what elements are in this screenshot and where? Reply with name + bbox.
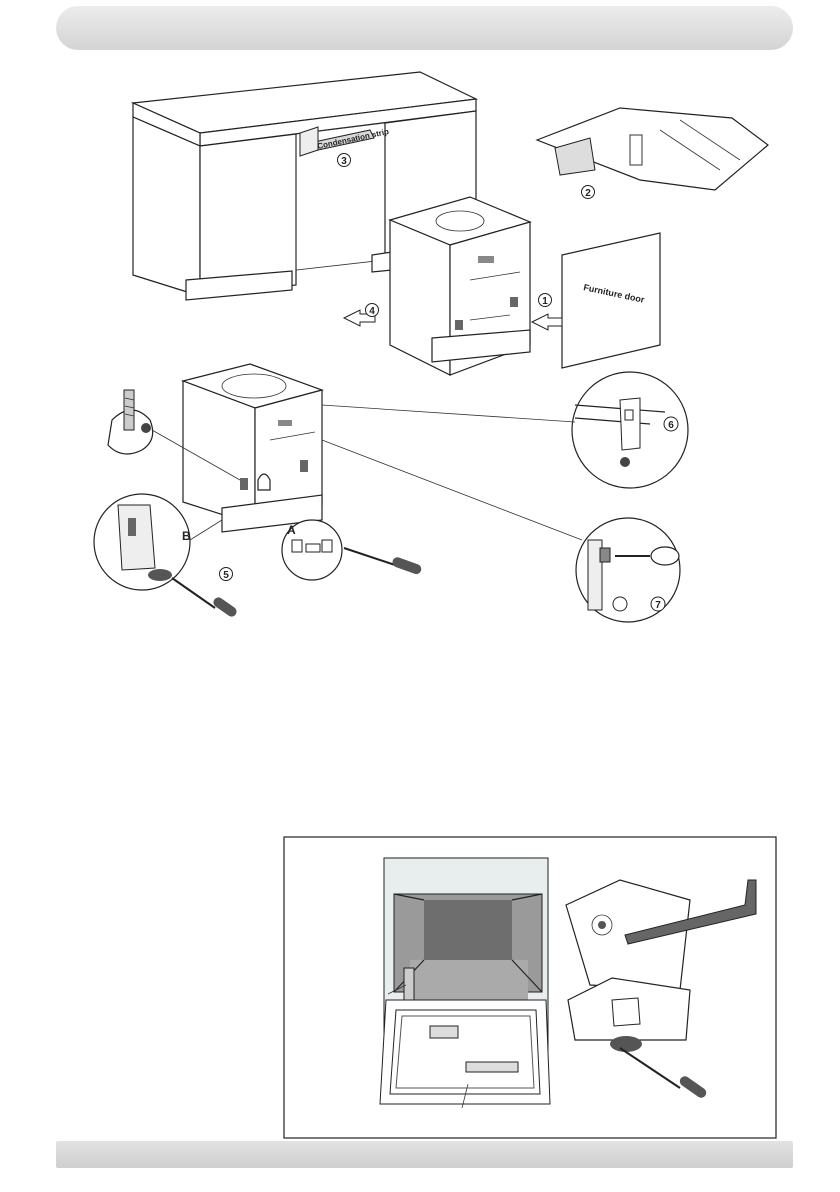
furniture-door: Furniture door xyxy=(562,233,660,368)
svg-text:5: 5 xyxy=(223,570,229,581)
step-4: 4 xyxy=(366,304,379,318)
detail-a-label: A xyxy=(287,523,296,537)
door-corner-detail xyxy=(537,108,768,190)
dishwasher-upper xyxy=(390,197,530,375)
svg-text:1: 1 xyxy=(542,296,548,307)
condensation-strip-label: Condensation strip xyxy=(317,127,390,151)
step-5: 5 xyxy=(220,568,233,582)
detail-b-label: B xyxy=(182,529,191,543)
step-3: 3 xyxy=(338,154,351,168)
step-7: 7 xyxy=(651,597,665,611)
adjustment-figure xyxy=(284,837,776,1138)
screwdriver-left xyxy=(172,578,239,619)
step-1: 1 xyxy=(539,294,552,308)
dishwasher-lower xyxy=(183,364,322,532)
svg-text:3: 3 xyxy=(341,156,347,167)
footer-bar xyxy=(56,1141,793,1168)
svg-text:7: 7 xyxy=(655,600,661,611)
detail-6-circle xyxy=(322,372,688,488)
svg-text:6: 6 xyxy=(668,420,674,431)
svg-text:2: 2 xyxy=(585,188,591,199)
step-6: 6 xyxy=(664,417,678,431)
screwdriver-right xyxy=(344,548,423,576)
condensation-strip: Condensation strip xyxy=(300,127,390,156)
step-2: 2 xyxy=(582,186,595,200)
svg-text:4: 4 xyxy=(369,306,375,317)
detail-a-circle: A xyxy=(282,520,342,580)
